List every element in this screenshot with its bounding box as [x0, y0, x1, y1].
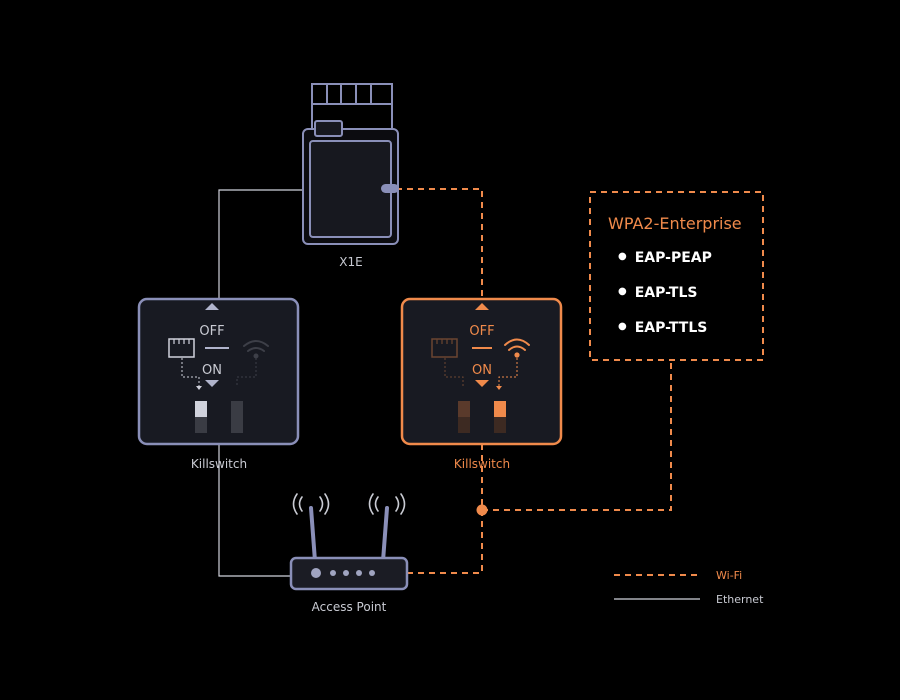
killswitch-right: OFF ON: [400, 297, 563, 446]
ethernet-port-icon: [168, 338, 195, 358]
wifi-junction-dot: [476, 504, 488, 516]
switch-on-text: ON: [202, 363, 222, 378]
ethernet-line-killswitch-to-ap: [218, 444, 292, 577]
wifi-line-junction-to-enterprise: [482, 361, 672, 511]
killswitch-right-label: Killswitch: [453, 457, 511, 471]
eap-method-item: ●EAP-PEAP: [618, 250, 712, 266]
wifi-icon: [504, 338, 530, 358]
eap-method-item: ●EAP-TTLS: [618, 320, 708, 336]
access-point-label: Access Point: [311, 600, 387, 614]
wifi-line-killswitch-to-ap: [408, 444, 483, 574]
switch-off-text: OFF: [199, 324, 224, 339]
ethernet-line-x1e-to-killswitch: [218, 189, 304, 298]
wpa2-enterprise-box: [589, 191, 764, 361]
bullet-icon: ●: [618, 251, 627, 262]
eap-method-item: ●EAP-TLS: [618, 285, 698, 301]
antenna-signal-icon: [292, 493, 406, 515]
killswitch-left: OFF ON: [137, 297, 300, 446]
x1e-label: X1E: [339, 255, 363, 269]
ethernet-port-icon-dim: [431, 338, 458, 358]
access-point-device: [289, 493, 409, 591]
bullet-icon: ●: [618, 286, 627, 297]
switch-on-text: ON: [472, 363, 492, 378]
legend-wifi-label: Wi-Fi: [716, 569, 743, 582]
wifi-line-x1e-to-killswitch: [396, 188, 483, 298]
bullet-icon: ●: [618, 321, 627, 332]
legend-ethernet-label: Ethernet: [716, 593, 764, 606]
wifi-icon-dim: [243, 340, 269, 359]
x1e-device: [302, 83, 399, 245]
wpa2-enterprise-title: WPA2-Enterprise: [608, 214, 742, 233]
killswitch-left-label: Killswitch: [190, 457, 248, 471]
switch-off-text: OFF: [469, 324, 494, 339]
